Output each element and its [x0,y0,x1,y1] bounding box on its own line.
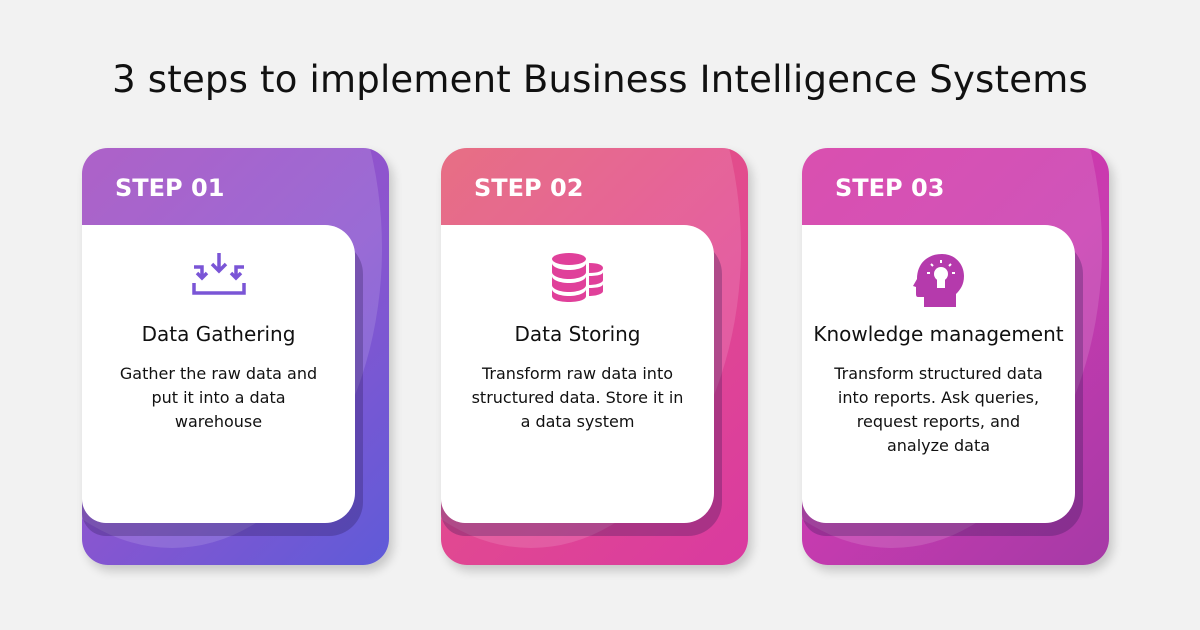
database-icon [441,251,714,305]
step-card-2: STEP 02 Data Storing Transform raw data … [441,148,748,565]
inbox-download-icon [82,251,355,305]
step-description: Gather the raw data and put it into a da… [119,364,318,431]
step-label: STEP 03 [835,174,945,202]
step-description: Transform structured data into reports. … [834,364,1043,455]
step-content: Data Gathering Gather the raw data and p… [82,225,355,523]
page-title: 3 steps to implement Business Intelligen… [112,58,1088,101]
head-lightbulb-icon [802,251,1075,307]
step-content: Data Storing Transform raw data into str… [441,225,714,523]
step-content: Knowledge management Transform structure… [802,225,1075,523]
step-heading: Data Gathering [141,322,296,346]
step-card-3: STEP 03 Knowledge management Transform s… [802,148,1109,565]
step-card-1: STEP 01 Data Gathering Gather the raw da… [82,148,389,565]
step-label: STEP 02 [474,174,584,202]
step-heading: Data Storing [514,322,641,346]
step-description: Transform raw data into structured data.… [471,364,684,431]
step-heading: Knowledge management [813,322,1064,346]
step-label: STEP 01 [115,174,225,202]
